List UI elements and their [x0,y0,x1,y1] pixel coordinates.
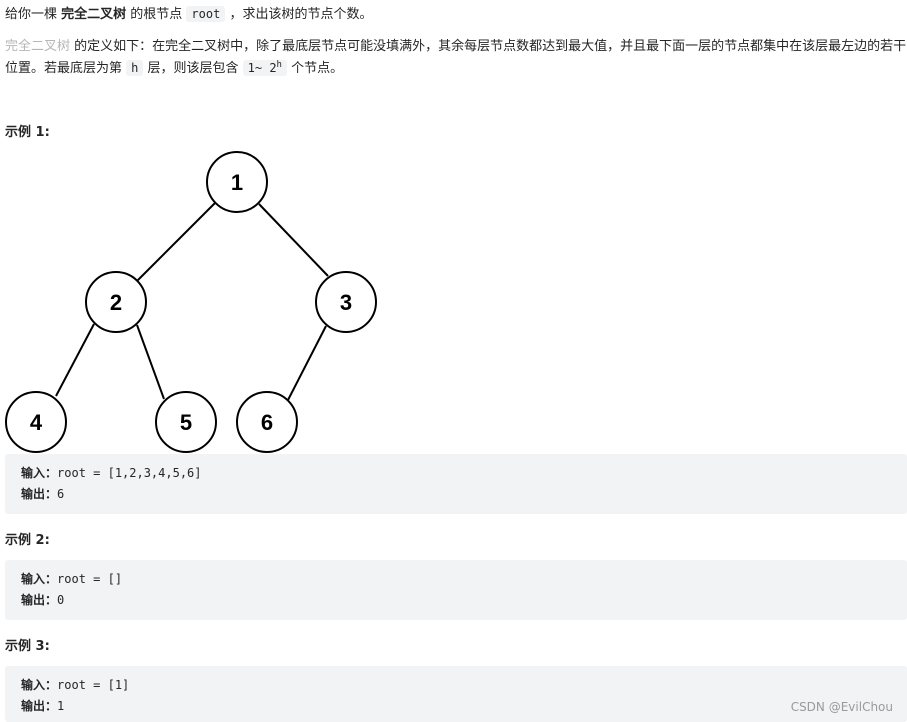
edge-2-5 [136,324,165,400]
definition-text-2: 位置。若最底层为第 [5,61,127,76]
input-value: root = [1,2,3,4,5,6] [57,466,202,480]
output-label: 输出： [21,487,58,501]
binary-tree-diagram: 1 2 3 4 5 6 [5,151,377,453]
intro-text-1: 给你一棵 [5,7,62,22]
example-3-input: 输入：root = [1] [21,676,129,693]
csdn-watermark: CSDN @EvilChou [790,700,893,714]
tree-node-3: 3 [315,271,377,333]
output-label: 输出： [21,593,58,607]
example-3-output: 输出：1 [21,697,64,714]
output-value: 6 [57,487,65,501]
output-label: 输出： [21,699,58,713]
example-1-input: 输入：root = [1,2,3,4,5,6] [21,464,202,481]
input-label: 输入： [21,466,58,480]
tree-node-5-label: 5 [180,410,192,435]
intro-text-3: ，求出该树的节点个数。 [225,7,373,22]
example-3-code-block: 输入：root = [1] 输出：1 [5,666,907,722]
tree-node-1: 1 [206,151,268,213]
example-2-title: 示例 2: [5,533,50,548]
tree-node-4: 4 [5,391,67,453]
example-3-title: 示例 3: [5,639,50,654]
tree-node-2: 2 [85,271,147,333]
example-2-output: 输出：0 [21,591,64,608]
input-value: root = [1] [57,678,130,692]
tree-node-3-label: 3 [340,290,352,315]
definition-line-1: 完全二叉树 的定义如下：在完全二叉树中，除了最底层节点可能没填满外，其余每层节点… [5,38,906,56]
example-1-output: 输出：6 [21,485,64,502]
tree-node-5: 5 [155,391,217,453]
edge-3-6 [287,325,327,401]
edge-2-4 [55,323,95,397]
tree-node-6-label: 6 [261,410,273,435]
definition-text-1: 的定义如下：在完全二叉树中，除了最底层节点可能没填满外，其余每层节点数都达到最大… [70,39,907,54]
complete-binary-tree-link[interactable]: 完全二叉树 [5,39,71,54]
complete-binary-tree-term: 完全二叉树 [61,7,127,22]
intro-text-2: 的根节点 [126,7,187,22]
example-2-input: 输入：root = [] [21,570,122,587]
tree-node-1-label: 1 [231,170,243,195]
tree-node-6: 6 [236,391,298,453]
problem-intro: 给你一棵 完全二叉树 的根节点 root ，求出该树的节点个数。 [5,5,372,24]
definition-line-2: 位置。若最底层为第 h 层，则该层包含 1~ 2h 个节点。 [5,56,343,78]
edge-1-3 [258,203,329,277]
tree-edges [55,202,329,401]
edge-1-2 [136,202,216,282]
example-1-code-block: 输入：root = [1,2,3,4,5,6] 输出：6 [5,454,907,514]
example-2-code-block: 输入：root = [] 输出：0 [5,560,907,620]
range-code-sup: h [276,60,282,70]
example-1-title: 示例 1: [5,125,50,140]
definition-text-4: 个节点。 [286,61,344,76]
range-code-base: 1~ 2 [247,61,277,75]
h-code: h [126,60,144,76]
output-value: 0 [57,593,65,607]
range-code: 1~ 2h [242,60,287,76]
input-label: 输入： [21,572,58,586]
root-code: root [186,6,226,22]
definition-text-3: 层，则该层包含 [143,61,243,76]
input-value: root = [] [57,572,123,586]
input-label: 输入： [21,678,58,692]
tree-node-4-label: 4 [30,410,43,435]
tree-node-2-label: 2 [110,290,122,315]
output-value: 1 [57,699,65,713]
